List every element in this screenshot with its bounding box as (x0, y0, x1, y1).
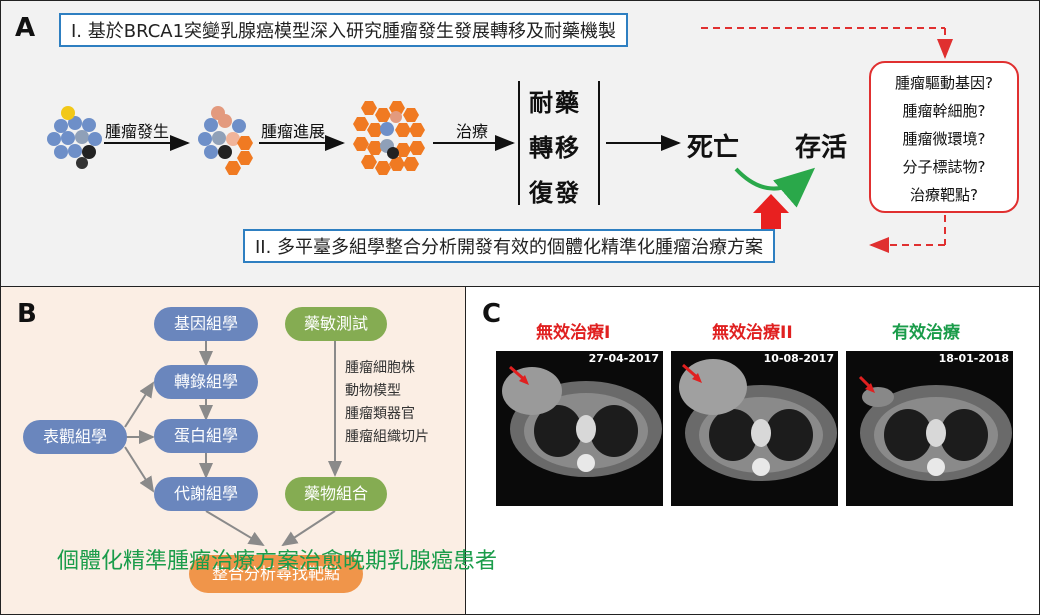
panel-b: B 基因組學 轉錄組學 蛋白組學 代謝組學 表觀組學 藥敏測試 腫瘤細胞株 動物… (0, 286, 466, 615)
panel-a-label: A (15, 13, 36, 43)
treatment-aim-box: II. 多平臺多組學整合分析開發有效的個體化精準化腫瘤治療方案 (243, 229, 776, 263)
scan-date-1: 27-04-2017 (588, 352, 659, 365)
node-transcriptomics: 轉錄組學 (154, 365, 258, 399)
ct-scan-2-image (679, 359, 837, 481)
research-aim-box: I. 基於BRCA1突變乳腺癌模型深入研究腫瘤發生發展轉移及耐藥機製 (59, 13, 629, 47)
label-tumorigenesis: 腫瘤發生 (105, 122, 170, 141)
label-survival: 存活 (795, 133, 848, 163)
ct-scan-2: 10-08-2017 (671, 351, 838, 506)
label-recurrence: 復發 (529, 179, 581, 207)
label-metastasis: 轉移 (529, 134, 581, 162)
label-drug-resistance: 耐藥 (529, 89, 581, 117)
drug-model-list: 腫瘤細胞株 動物模型 腫瘤類器官 腫瘤組織切片 (345, 357, 429, 449)
question-stem-cells: 腫瘤幹細胞? (902, 102, 986, 120)
question-microenvironment: 腫瘤微環境? (902, 130, 986, 148)
treatment-caption: 個體化精準腫瘤治療方案治愈晚期乳腺癌患者 (57, 549, 498, 574)
question-targets: 治療靶點? (910, 186, 978, 204)
ct-scan-3: 18-01-2018 (846, 351, 1013, 506)
model-tissue-slices: 腫瘤組織切片 (345, 429, 429, 445)
panel-a: A I. 基於BRCA1突變乳腺癌模型深入研究腫瘤發生發展轉移及耐藥機製 II.… (0, 0, 1040, 287)
scan-title-3: 有效治療 (892, 323, 960, 343)
scan-date-2: 10-08-2017 (763, 352, 834, 365)
ct-scan-1: 27-04-2017 (496, 351, 663, 506)
tumor-cluster-2 (198, 106, 253, 175)
node-drug-sensitivity-test: 藥敏測試 (285, 307, 387, 341)
model-animal: 動物模型 (345, 383, 401, 399)
label-tumor-progression: 腫瘤進展 (261, 122, 326, 141)
node-drug-combination: 藥物組合 (285, 477, 387, 511)
label-treatment: 治療 (456, 122, 489, 141)
tumor-cluster-1 (47, 106, 102, 169)
panel-b-label: B (17, 299, 37, 329)
question-driver-genes: 腫瘤驅動基因? (895, 74, 993, 92)
node-genomics: 基因組學 (154, 307, 258, 341)
key-questions-box: 腫瘤驅動基因? 腫瘤幹細胞? 腫瘤微環境? 分子標誌物? 治療靶點? (869, 61, 1019, 213)
node-metabolomics: 代謝組學 (154, 477, 258, 511)
model-organoids: 腫瘤類器官 (345, 406, 415, 422)
node-epigenomics: 表觀組學 (23, 420, 127, 454)
ct-scan-1-image (502, 365, 662, 477)
panel-c-label: C (482, 299, 502, 329)
panel-a-graphics (47, 27, 953, 253)
panel-b-connectors (124, 340, 342, 547)
label-death: 死亡 (687, 133, 740, 163)
model-cell-lines: 腫瘤細胞株 (345, 360, 415, 376)
scan-title-1: 無效治療I (536, 323, 611, 343)
tumor-cluster-3 (353, 101, 425, 175)
ct-scan-3-image (858, 375, 1012, 481)
node-proteomics: 蛋白組學 (154, 419, 258, 453)
scan-title-2: 無效治療II (712, 323, 793, 343)
question-biomarkers: 分子標誌物? (902, 158, 986, 176)
node-integrated-analysis: 整合分析尋找靶點 (189, 555, 363, 593)
scan-date-3: 18-01-2018 (938, 352, 1009, 365)
